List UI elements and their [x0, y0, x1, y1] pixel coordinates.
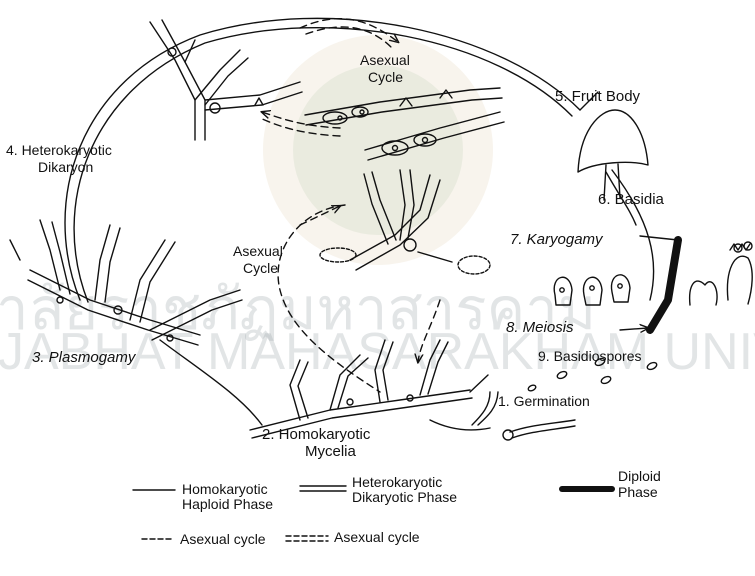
conidiophore-center — [320, 170, 490, 274]
plasmogamy-mycelium — [10, 220, 242, 345]
legend-diploid: Diploid — [618, 468, 661, 484]
label-germination: 1. Germination — [498, 393, 590, 409]
label-fruit-body: 5. Fruit Body — [555, 89, 640, 105]
mid-asexual-arrows — [278, 205, 440, 392]
legend-diploid-phase: Phase — [618, 484, 658, 500]
label-plasmogamy: 3. Plasmogamy — [32, 350, 135, 366]
label-homokaryotic: 2. Homokaryotic — [262, 427, 370, 443]
label-mycelia: Mycelia — [305, 444, 356, 460]
legend-haploid-phase: Haploid Phase — [182, 496, 273, 512]
label-asexual-mid: Asexual — [233, 243, 283, 259]
legend-dikaryotic-phase: Dikaryotic Phase — [352, 489, 457, 505]
legend-heterokaryotic: Heterokaryotic — [352, 474, 442, 490]
label-heterokaryotic: 4. Heterokaryotic — [6, 142, 112, 158]
label-karyogamy: 7. Karyogamy — [510, 232, 603, 248]
homokaryotic-mycelia — [250, 340, 488, 438]
plasmogamy-connector — [160, 340, 262, 425]
diploid-bar — [650, 240, 678, 330]
basidia-cells — [554, 275, 630, 305]
label-asexual-top: Asexual — [360, 52, 410, 68]
label-basidiospores: 9. Basidiospores — [538, 348, 642, 364]
label-basidia: 6. Basidia — [598, 192, 664, 208]
legend-asexual-single: Asexual cycle — [180, 531, 266, 547]
legend-asexual-double: Asexual cycle — [334, 529, 420, 545]
label-dikaryon: Dikaryon — [38, 159, 93, 175]
label-cycle-mid: Cycle — [243, 260, 278, 276]
label-cycle-top: Cycle — [368, 69, 403, 85]
germination-hypha — [510, 420, 575, 432]
mature-basidia — [690, 242, 753, 305]
label-meiosis: 8. Meiosis — [506, 320, 574, 336]
legend-homokaryotic: Homokaryotic — [182, 481, 268, 497]
right-stem-line — [612, 170, 654, 300]
fruit-body-mushroom — [578, 110, 648, 200]
outer-dikaryon-arc — [65, 18, 598, 302]
dikaryon-filament-top — [305, 88, 504, 160]
